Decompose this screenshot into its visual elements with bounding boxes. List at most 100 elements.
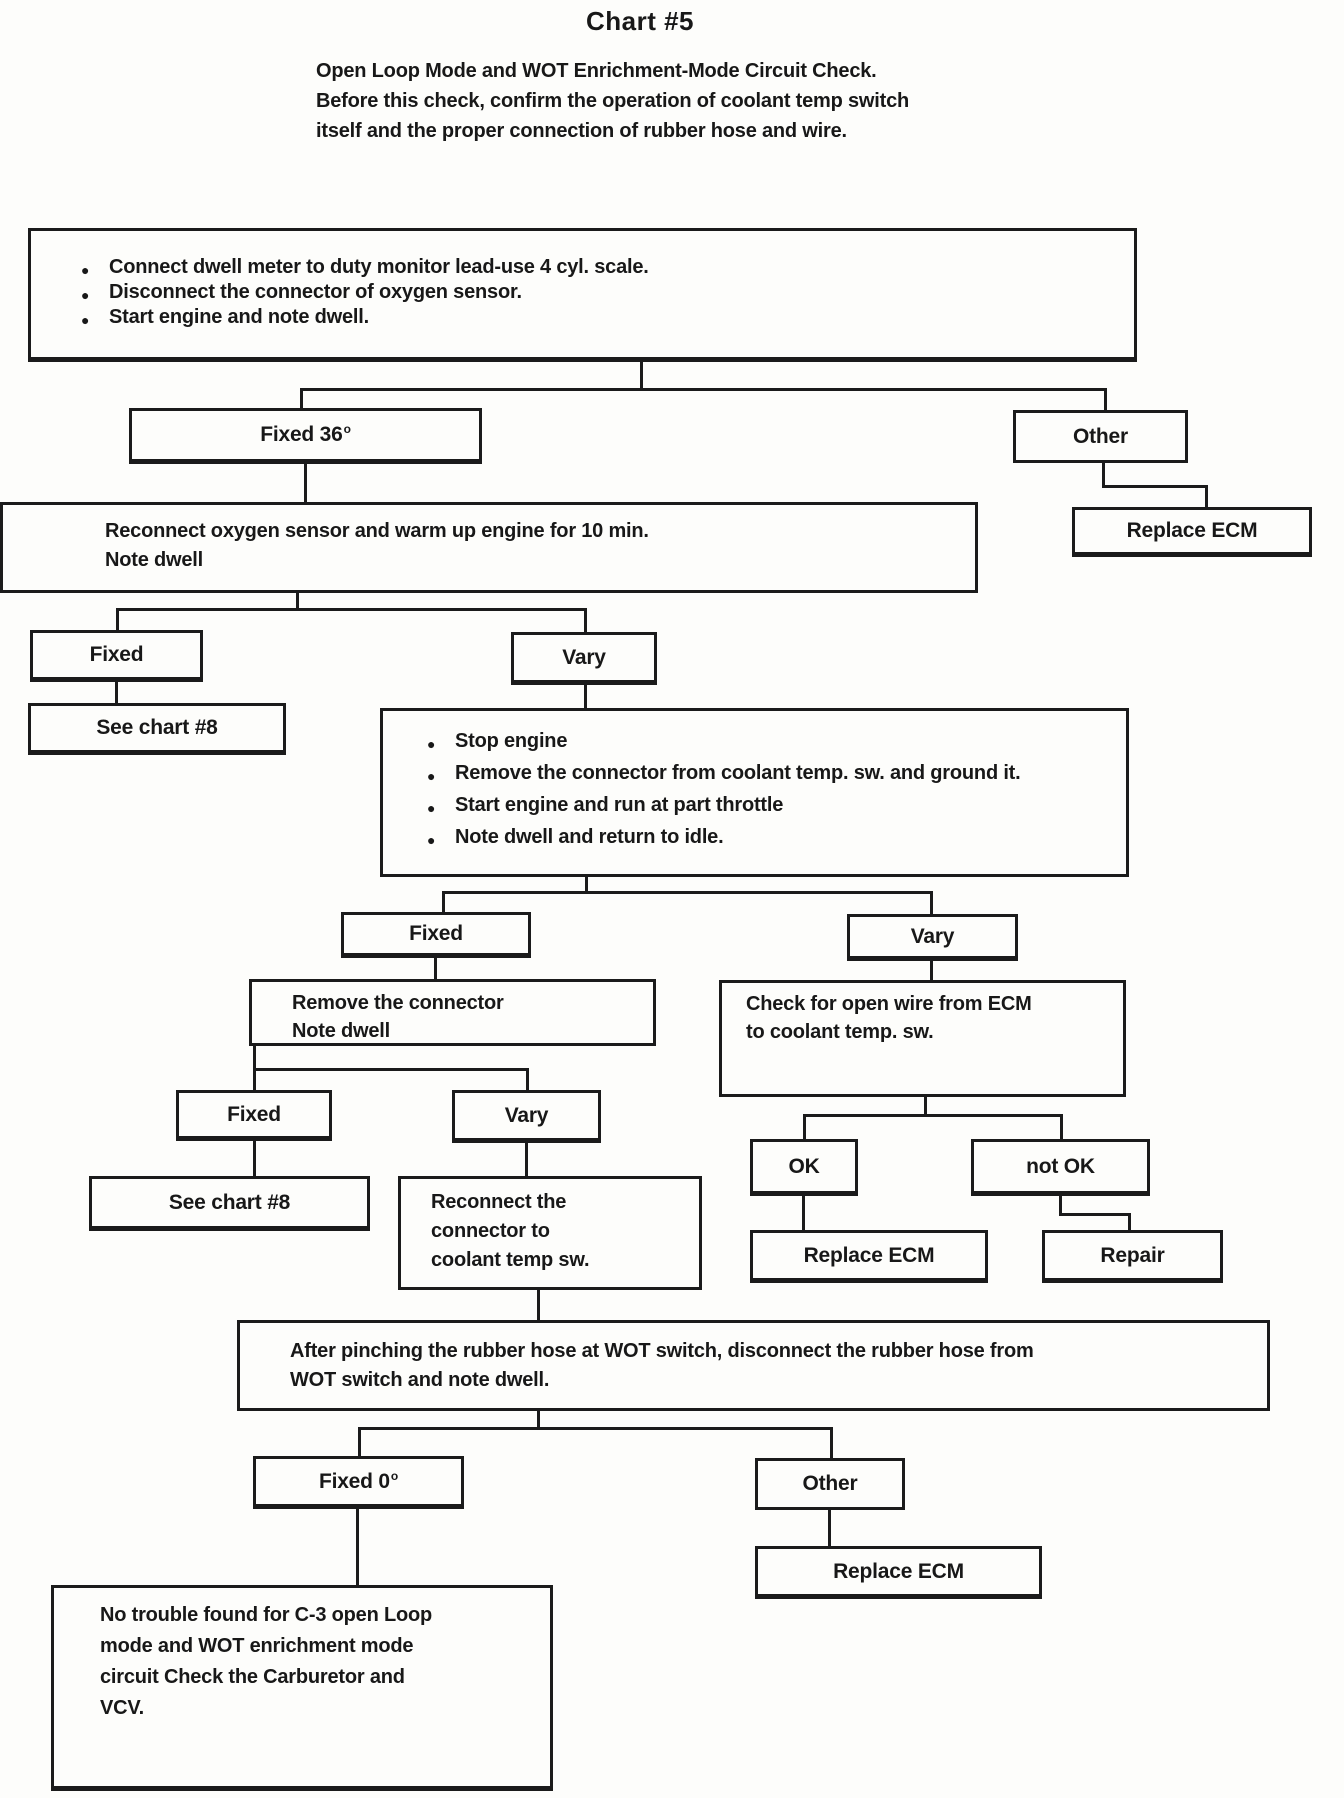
connector-line [640, 362, 643, 391]
step-item: Remove the connector from coolant temp. … [427, 757, 1021, 792]
connector-line [1059, 1196, 1062, 1216]
node-text-line: Reconnect the [431, 1191, 567, 1213]
intro-line: Before this check, confirm the operation… [316, 90, 910, 112]
connector-line [1205, 485, 1208, 509]
connector-line [300, 388, 303, 410]
connector-line [442, 891, 445, 912]
step-item: Disconnect the connector of oxygen senso… [81, 280, 649, 308]
node-label: See chart #8 [96, 716, 218, 739]
connector-line [830, 1427, 833, 1458]
node-label: Fixed 36o [260, 422, 351, 446]
connector-line [304, 462, 307, 503]
node-text-line: After pinching the rubber hose at WOT sw… [290, 1340, 1034, 1362]
node-fixed-c: Fixed [176, 1090, 332, 1141]
intro-line: itself and the proper connection of rubb… [316, 120, 847, 142]
node-label: Fixed 0o [318, 1468, 399, 1493]
node-text-line: VCV. [100, 1697, 145, 1719]
node-text-line: Note dwell [292, 1020, 391, 1042]
connector-line [1104, 388, 1107, 412]
node-label: Replace ECM [803, 1243, 935, 1267]
intro-line: Open Loop Mode and WOT Enrichment-Mode C… [316, 60, 877, 82]
node-text-line: to coolant temp. sw. [746, 1021, 934, 1043]
node-reconnect-coolant: Reconnect the connector to coolant temp … [398, 1176, 702, 1290]
node-text-line: Reconnect oxygen sensor and warm up engi… [105, 520, 649, 542]
node-vary-b: Vary [847, 914, 1018, 961]
node-label: Repair [1100, 1243, 1165, 1267]
node-other-1: Other [1013, 410, 1188, 463]
connector-line [116, 608, 119, 631]
connector-line [1102, 485, 1208, 488]
connector-line [358, 1427, 361, 1456]
node-text-line: mode and WOT enrichment mode [100, 1635, 414, 1657]
node-label: not OK [1026, 1154, 1095, 1178]
connector-line [116, 608, 587, 611]
connector-line [930, 961, 933, 980]
node-vary-c: Vary [452, 1090, 601, 1143]
node-label: See chart #8 [168, 1190, 291, 1214]
node-fixed-36: Fixed 36o [129, 408, 482, 464]
node-remove-connector: Remove the connector Note dwell [249, 979, 656, 1046]
node-see-chart8-a: See chart #8 [28, 703, 286, 755]
node-check-open-wire: Check for open wire from ECM to coolant … [719, 980, 1126, 1097]
node-fixed-0: Fixed 0o [253, 1456, 464, 1509]
connector-line [584, 685, 587, 708]
connector-line [115, 682, 118, 703]
node-replace-ecm-3: Replace ECM [755, 1546, 1042, 1599]
node-no-trouble-found: No trouble found for C-3 open Loop mode … [51, 1585, 553, 1791]
node-text-line: Remove the connector [292, 992, 504, 1014]
connector-line [828, 1510, 831, 1546]
connector-line [1059, 1213, 1131, 1216]
node-fixed-b: Fixed [341, 912, 531, 958]
node-replace-ecm-2: Replace ECM [750, 1230, 988, 1283]
intro-paragraph: Open Loop Mode and WOT Enrichment-Mode C… [316, 56, 909, 146]
node-not-ok: not OK [971, 1139, 1150, 1196]
node-label: Vary [910, 924, 955, 948]
connector-line [296, 593, 299, 610]
step-item: Note dwell and return to idle. [427, 821, 1021, 856]
node-label: Vary [562, 645, 606, 669]
connector-line [526, 1068, 529, 1090]
node-label: Replace ECM [833, 1559, 964, 1583]
connector-line [537, 1290, 540, 1320]
node-start-steps: Connect dwell meter to duty monitor lead… [28, 228, 1137, 362]
connector-line [300, 388, 1107, 391]
node-coolant-steps: Stop engine Remove the connector from co… [380, 708, 1129, 877]
node-text-line: WOT switch and note dwell. [290, 1369, 550, 1391]
node-text-line: coolant temp sw. [431, 1249, 590, 1271]
step-item: Stop engine [427, 725, 1021, 760]
start-steps-list: Connect dwell meter to duty monitor lead… [81, 255, 649, 333]
connector-line [356, 1509, 359, 1585]
node-label: Fixed [409, 922, 463, 945]
step-item: Connect dwell meter to duty monitor lead… [81, 255, 649, 283]
node-reconnect-oxygen-sensor: Reconnect oxygen sensor and warm up engi… [0, 502, 978, 593]
node-wot-check: After pinching the rubber hose at WOT sw… [237, 1320, 1270, 1411]
node-label: Vary [504, 1103, 549, 1127]
node-other-2: Other [755, 1458, 905, 1510]
node-label: Replace ECM [1126, 519, 1258, 542]
connector-line [1102, 462, 1105, 488]
coolant-steps-list: Stop engine Remove the connector from co… [427, 725, 1021, 856]
node-text-line: circuit Check the Carburetor and [100, 1666, 405, 1688]
connector-line [930, 891, 933, 914]
node-ok: OK [750, 1139, 858, 1196]
step-item: Start engine and note dwell. [81, 305, 649, 333]
node-fixed-a: Fixed [30, 630, 203, 682]
connector-line [253, 1141, 256, 1176]
node-vary-a: Vary [511, 632, 657, 685]
connector-line [1128, 1213, 1131, 1230]
connector-line [803, 1114, 806, 1139]
connector-line [358, 1427, 833, 1430]
connector-line [253, 1068, 529, 1071]
node-replace-ecm-1: Replace ECM [1072, 507, 1312, 557]
node-text-line: connector to [431, 1220, 550, 1242]
connector-line [803, 1114, 1063, 1117]
node-label: Other [802, 1472, 858, 1495]
page-title: Chart #5 [585, 6, 695, 36]
connector-line [584, 608, 587, 633]
connector-line [434, 958, 437, 979]
node-label: Fixed [227, 1102, 281, 1126]
connector-line [802, 1196, 805, 1230]
node-repair: Repair [1042, 1230, 1223, 1283]
step-item: Start engine and run at part throttle [427, 789, 1021, 824]
